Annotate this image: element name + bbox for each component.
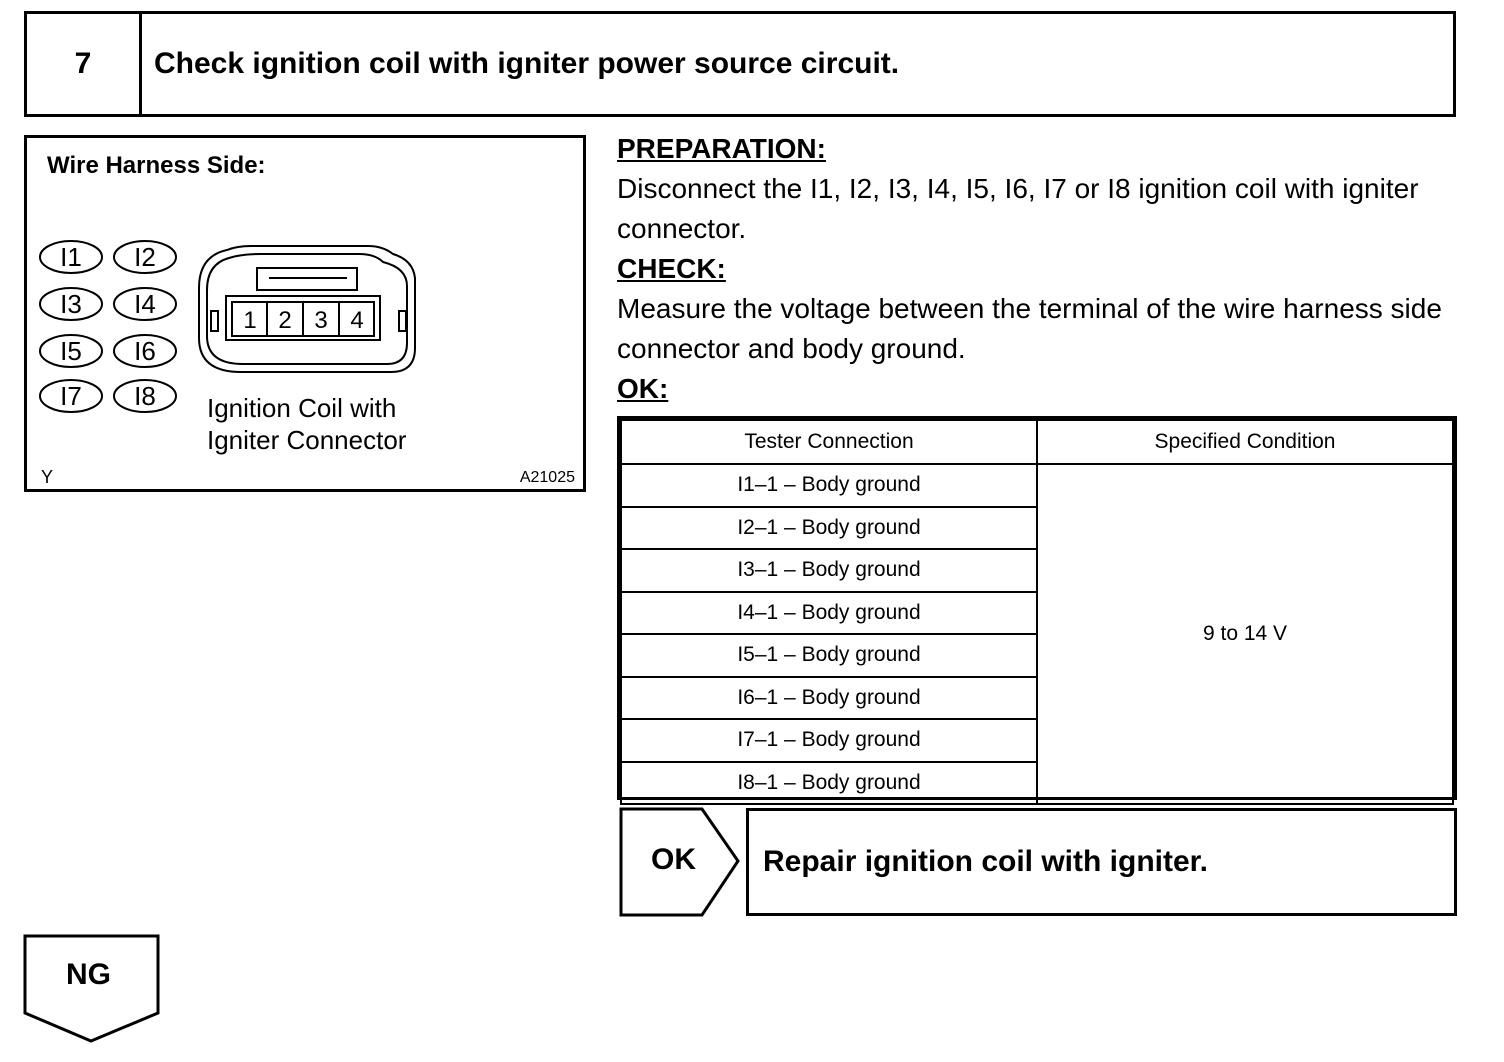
ok-arrow-icon (619, 807, 740, 917)
table-row: I7–1 – Body ground (620, 718, 1453, 763)
connector-label-i1: I1 (60, 242, 82, 272)
column-header: Tester Connection (620, 419, 1038, 465)
connector-oval-i1 (39, 240, 103, 274)
connector-illustration: I1 I2 I3 I4 I5 I6 I7 I8 1 2 3 4 (39, 240, 416, 413)
specified-condition-cell: 9 to 14 V (1036, 463, 1454, 805)
step-title: Check ignition coil with igniter power s… (154, 47, 900, 80)
table-row: I6–1 – Body ground (620, 675, 1453, 720)
connector-label-i4: I4 (134, 289, 156, 319)
spec-table: Tester Connection Specified Condition I1… (617, 416, 1457, 805)
table-row: I2–1 – Body ground (620, 505, 1453, 550)
table-header-row: Tester Connection Specified Condition (620, 419, 1454, 465)
terminal-block (225, 295, 381, 341)
table-row: I1–1 – Body ground 9 to 14 V (620, 463, 1454, 805)
connector-oval-i6 (113, 334, 177, 368)
connector-oval-i5 (39, 334, 103, 368)
connector-label-i8: I8 (134, 381, 156, 411)
diagram-title: Wire Harness Side: (47, 152, 266, 179)
step-number: 7 (27, 14, 142, 114)
table-row: I3–1 – Body ground (620, 548, 1453, 593)
table-row: I5–1 – Body ground (620, 633, 1453, 678)
check-text: Measure the voltage between the terminal… (617, 293, 1442, 364)
connector-oval-i7 (39, 379, 103, 413)
ng-arrow-icon (23, 934, 160, 1043)
ok-spec-label: OK: (617, 373, 669, 404)
connector-oval-i2 (113, 240, 177, 274)
tester-connection-cell: I8–1 – Body ground (620, 760, 1038, 805)
preparation-text: Disconnect the I1, I2, I3, I4, I5, I6, I… (617, 173, 1419, 244)
tester-connection-cell: I7–1 – Body ground (620, 718, 1038, 763)
tester-connection-cell: I3–1 – Body ground (620, 548, 1038, 593)
ng-arrow-label: NG (66, 958, 111, 991)
diagram-caption-line2: Igniter Connector (207, 425, 407, 455)
diagram-corner-mark: Y (41, 467, 54, 487)
table-row: I4–1 – Body ground (620, 590, 1453, 635)
check-label: CHECK: (617, 253, 726, 284)
step-header: 7 Check ignition coil with igniter power… (24, 11, 1456, 117)
terminal-2: 2 (278, 307, 291, 334)
connector-latch (256, 267, 358, 291)
tester-connection-cell: I5–1 – Body ground (620, 633, 1038, 678)
terminal-4: 4 (350, 307, 363, 334)
connector-label-i2: I2 (134, 242, 156, 272)
column-header: Specified Condition (1036, 419, 1454, 465)
connector-outline (198, 245, 416, 373)
tester-connection-cell: I4–1 – Body ground (620, 590, 1038, 635)
tester-connection-cell: I2–1 – Body ground (620, 505, 1038, 550)
ok-arrow-label: OK (651, 843, 696, 876)
ok-result-box: Repair ignition coil with igniter. (746, 808, 1457, 916)
connector-label-i7: I7 (60, 381, 82, 411)
terminal-3: 3 (314, 307, 327, 334)
connector-diagram: Wire Harness Side: I1 I2 I3 I4 I5 I6 I7 … (24, 135, 586, 492)
terminal-1: 1 (243, 307, 256, 334)
connector-oval-i8 (113, 379, 177, 413)
tester-connection-cell: I6–1 – Body ground (620, 675, 1038, 720)
connector-oval-i4 (113, 287, 177, 321)
connector-inner-outline (206, 253, 408, 365)
connector-label-i3: I3 (60, 289, 82, 319)
tester-connection-cell: I1–1 – Body ground (620, 463, 1038, 508)
diagram-caption-line1: Ignition Coil with (207, 393, 397, 423)
figure-id: A21025 (519, 469, 575, 486)
table-row: I8–1 – Body ground (620, 760, 1453, 805)
diagram-caption: Ignition Coil with Igniter Connector (207, 392, 406, 456)
preparation-label: PREPARATION: (617, 133, 826, 164)
connector-label-i5: I5 (60, 336, 82, 366)
connector-label-i6: I6 (134, 336, 156, 366)
ok-result-action: Repair ignition coil with igniter. (763, 845, 1209, 878)
connector-oval-i3 (39, 287, 103, 321)
